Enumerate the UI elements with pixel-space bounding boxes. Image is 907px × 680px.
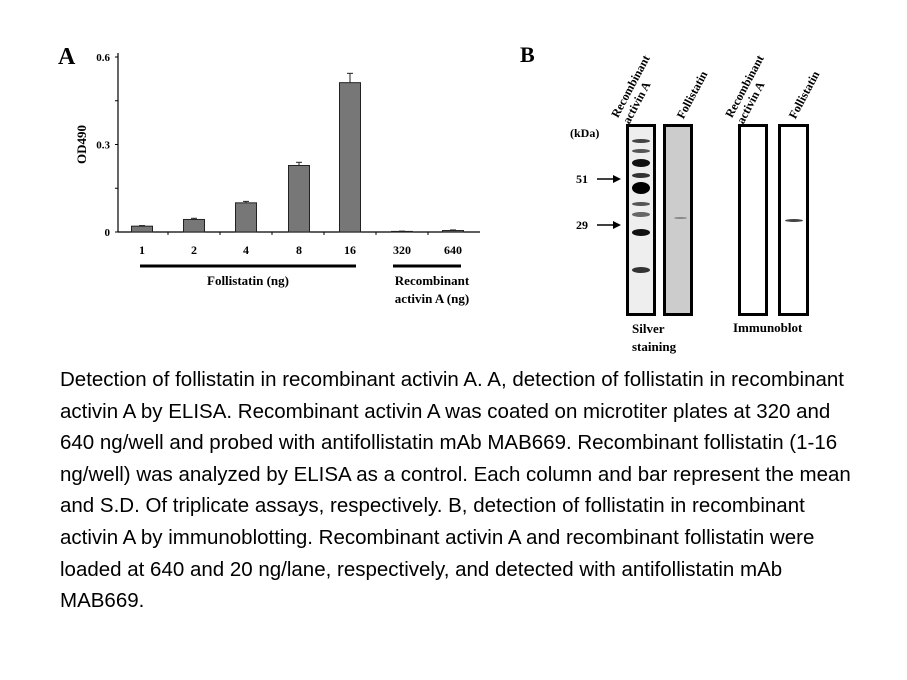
bar: [235, 202, 257, 233]
x-tick-label: 640: [444, 243, 462, 257]
marker-51: 51: [576, 172, 588, 186]
silver-lane-follistatin: [663, 124, 693, 316]
arrow-right-icon: [597, 221, 621, 229]
arrow-right-icon: [597, 175, 621, 183]
lane-label-2: Follistatin: [673, 68, 711, 121]
lane-label-3: Recombinant activin A: [722, 52, 768, 126]
lane-label-4: Follistatin: [785, 68, 823, 121]
x-tick-label: 1: [139, 243, 145, 257]
group-label-activin-line2: activin A (ng): [395, 291, 469, 306]
x-tick-label: 16: [344, 243, 356, 257]
x-tick-label: 2: [191, 243, 197, 257]
y-tick-label: 0.6: [96, 52, 110, 64]
y-tick-label: 0: [105, 227, 111, 239]
bar: [288, 165, 310, 233]
panel-a-label: A: [58, 44, 76, 70]
bar: [442, 230, 464, 233]
panel-b-label: B: [520, 42, 535, 67]
immunoblot-label: Immunoblot: [733, 320, 803, 335]
immunoblot-lane-follistatin: [778, 124, 809, 316]
group-label-follistatin: Follistatin (ng): [207, 273, 289, 288]
bar: [131, 225, 153, 233]
x-tick-label: 320: [393, 243, 411, 257]
silver-lane-activin: [626, 124, 656, 316]
kda-label: (kDa): [570, 126, 600, 140]
bar: [339, 82, 361, 233]
marker-29: 29: [576, 218, 588, 232]
x-tick-label: 8: [296, 243, 302, 257]
immunoblot-lane-activin: [738, 124, 768, 316]
lane-label-1: Recombinant activin A: [608, 52, 654, 126]
figure-caption: Detection of follistatin in recombinant …: [60, 368, 851, 613]
silver-staining-label: Silver staining: [632, 321, 677, 354]
group-label-activin-line1: Recombinant: [395, 273, 470, 288]
y-axis-label: OD490: [74, 125, 89, 164]
y-tick-label: 0.3: [96, 140, 110, 152]
bar: [183, 218, 205, 233]
x-tick-label: 4: [243, 243, 249, 257]
